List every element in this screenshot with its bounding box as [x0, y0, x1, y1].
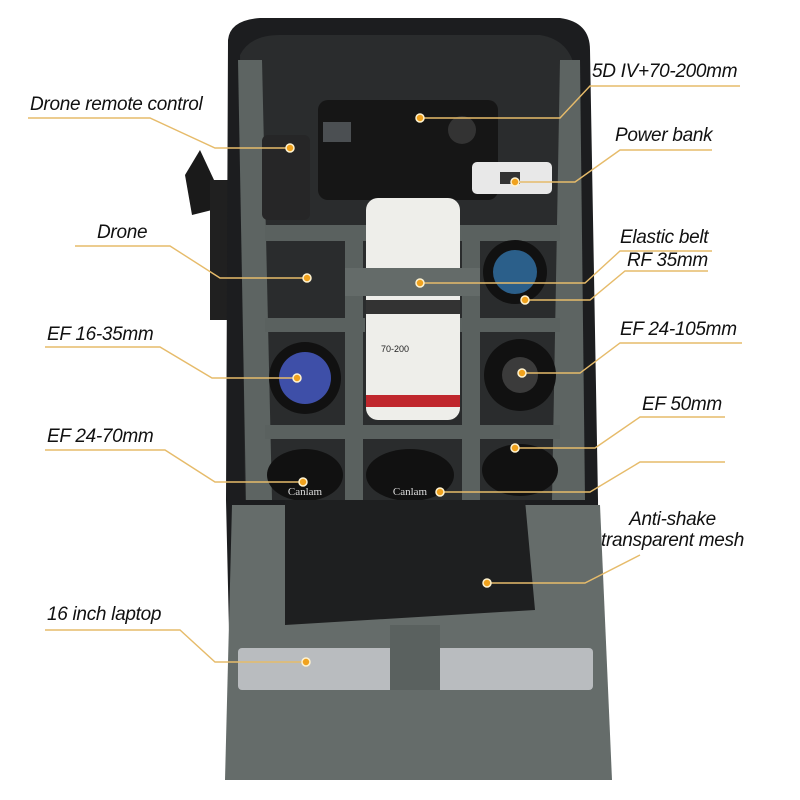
callout-dot [482, 578, 492, 588]
callout-dot [415, 278, 425, 288]
leader-line [515, 149, 712, 183]
leader-line [75, 245, 307, 279]
callout-dot [298, 477, 308, 487]
leader-line [515, 416, 725, 449]
mode-dial [448, 116, 476, 144]
lens-print: Canlam [288, 486, 323, 498]
callout-dot [415, 113, 425, 123]
callout-dot [292, 373, 302, 383]
leader-line [525, 270, 708, 301]
label-ef-24-70: EF 24-70mm [47, 426, 154, 447]
camera-lcd [323, 122, 351, 142]
drone-remote-shape [262, 135, 310, 220]
label-drone-remote: Drone remote control [30, 94, 203, 115]
callout-dot [510, 443, 520, 453]
callout-dot [520, 295, 530, 305]
label-laptop: 16 inch laptop [47, 604, 162, 625]
label-elastic-belt: Elastic belt [620, 227, 709, 248]
label-ef-50: EF 50mm [642, 394, 722, 415]
label-ef-24-105: EF 24-105mm [620, 319, 737, 340]
label-drone: Drone [97, 222, 148, 243]
shoulder-strap [210, 180, 232, 320]
lens-model-print: 70-200 [381, 344, 409, 354]
callout-dot [285, 143, 295, 153]
lens-print: Canlam [393, 486, 428, 498]
label-camera: 5D IV+70-200mm [592, 61, 738, 82]
label-mesh-line1: Anti-shake [629, 509, 716, 530]
callout-dot [517, 368, 527, 378]
mesh-pocket [285, 500, 535, 625]
leader-line [522, 342, 742, 374]
right-lining [552, 60, 585, 500]
callout-dots [285, 113, 530, 667]
callout-dot [435, 487, 445, 497]
leader-line [487, 554, 641, 584]
leader-line [440, 461, 725, 493]
callout-dot [510, 177, 520, 187]
camera-body-shape [318, 100, 498, 200]
label-rf-35: RF 35mm [627, 250, 708, 271]
leader-line [420, 250, 712, 284]
leader-line [45, 346, 297, 379]
leader-line [45, 629, 306, 663]
label-mesh-line2: transparent mesh [600, 530, 745, 551]
callout-dot [301, 657, 311, 667]
callout-dot [302, 273, 312, 283]
leader-line [28, 117, 290, 149]
leader-line [45, 449, 303, 483]
laptop-strap [390, 625, 440, 690]
elastic-belt-shape [345, 268, 480, 296]
leader-line [420, 85, 740, 119]
side-strap [185, 150, 214, 215]
leader-lines [28, 85, 742, 663]
label-power-bank: Power bank [615, 125, 713, 146]
label-ef-16-35: EF 16-35mm [47, 324, 154, 345]
